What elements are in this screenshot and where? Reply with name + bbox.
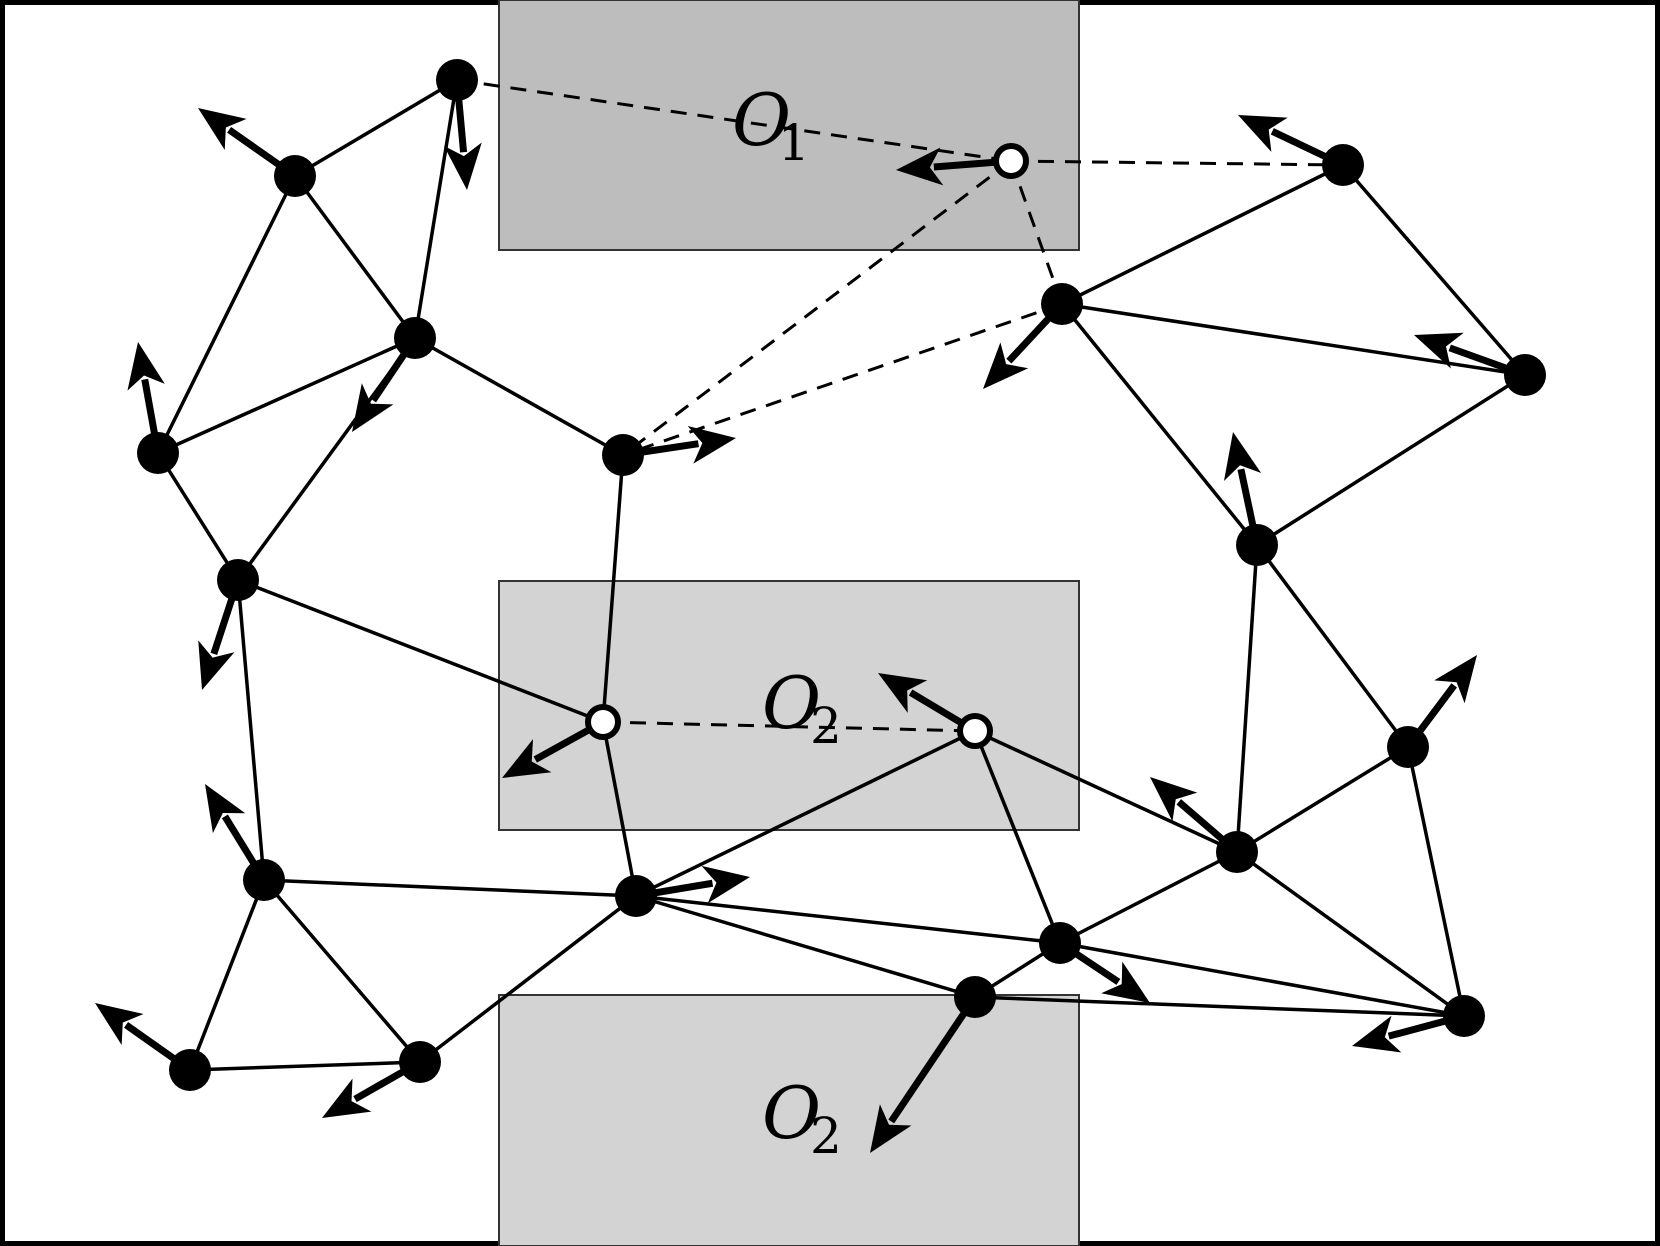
arrow-head bbox=[1238, 115, 1288, 152]
obstacle-o2-bottom bbox=[498, 994, 1080, 1246]
arrow-head bbox=[95, 1003, 144, 1046]
arrow-head bbox=[443, 142, 482, 190]
agent-node bbox=[169, 1049, 211, 1091]
arrow-head bbox=[127, 342, 165, 391]
obstacle-label-o2-middle: O 2 bbox=[762, 661, 842, 755]
agent-node bbox=[615, 875, 657, 917]
virtual-agent-node bbox=[993, 143, 1029, 179]
edge-k-s bbox=[974, 995, 1465, 1018]
arrow-head bbox=[983, 342, 1029, 389]
agent-node bbox=[436, 59, 478, 101]
agent-node bbox=[1039, 922, 1081, 964]
arrow-head bbox=[198, 108, 247, 150]
edge-j-O2b bbox=[635, 729, 976, 898]
virtual-agent-node bbox=[957, 713, 993, 749]
edge-g-i bbox=[262, 878, 422, 1064]
edge-O2b-r bbox=[973, 730, 1062, 944]
edge-g-j bbox=[263, 878, 637, 898]
arrow-head bbox=[878, 673, 928, 713]
edge-o-l bbox=[1060, 302, 1259, 547]
arrow-head bbox=[198, 640, 235, 690]
agent-node bbox=[399, 1041, 441, 1083]
agent-node bbox=[1322, 144, 1364, 186]
edge-m-n bbox=[1341, 163, 1527, 377]
edge-O2a-j bbox=[601, 721, 638, 897]
obstacle-label-letter: O bbox=[732, 78, 791, 162]
obstacle-o1 bbox=[498, 0, 1080, 251]
edge-h-i bbox=[189, 1060, 421, 1072]
obstacle-o2-middle bbox=[498, 580, 1080, 831]
edge-e-O2a bbox=[601, 454, 625, 723]
agent-node bbox=[954, 976, 996, 1018]
edge-b-d bbox=[156, 175, 297, 454]
edge-p-s bbox=[1406, 746, 1466, 1017]
obstacle-label-o2-bottom: O 2 bbox=[762, 1071, 842, 1165]
arrow-head bbox=[1150, 777, 1198, 822]
dashed-link-a-O1 bbox=[456, 78, 1012, 163]
obstacle-label-subscript: 1 bbox=[778, 114, 810, 172]
edge-O2b-q bbox=[974, 729, 1238, 854]
agent-node bbox=[1216, 831, 1258, 873]
obstacle-label-o1: O 1 bbox=[732, 78, 810, 172]
agent-node bbox=[394, 317, 436, 359]
obstacle-label-subscript: 2 bbox=[810, 697, 842, 755]
edge-i-j bbox=[418, 894, 638, 1064]
arrow-head bbox=[1414, 332, 1464, 369]
edge-q-o bbox=[1235, 544, 1259, 853]
agent-node bbox=[243, 859, 285, 901]
edge-c-d bbox=[157, 336, 416, 455]
edge-q-p bbox=[1236, 745, 1409, 854]
arrow-head bbox=[896, 147, 944, 186]
arrow-head bbox=[352, 383, 394, 432]
arrow-shaft bbox=[888, 995, 978, 1124]
edge-f-g bbox=[236, 579, 266, 881]
agent-node bbox=[274, 155, 316, 197]
agent-node bbox=[1504, 354, 1546, 396]
dashed-link-O1-e bbox=[622, 159, 1012, 457]
obstacle-label-subscript: 2 bbox=[810, 1107, 842, 1165]
arrow-head bbox=[1352, 1015, 1402, 1053]
edge-c-e bbox=[414, 336, 624, 457]
agent-node bbox=[1041, 283, 1083, 325]
arrow-head bbox=[701, 865, 750, 904]
arrow-head bbox=[1434, 655, 1477, 704]
edge-b-c bbox=[293, 174, 417, 340]
edge-r-q bbox=[1059, 850, 1238, 945]
edge-j-r bbox=[635, 894, 1061, 945]
edge-a-b bbox=[294, 78, 458, 178]
arrow-head bbox=[687, 426, 736, 464]
agent-node bbox=[602, 434, 644, 476]
arrow-head bbox=[205, 784, 246, 834]
edge-o-n bbox=[1256, 373, 1526, 547]
edge-a-c bbox=[413, 79, 459, 339]
velocity-arrow-k bbox=[870, 995, 978, 1153]
arrow-head bbox=[1223, 432, 1262, 481]
arrow-head bbox=[870, 1104, 912, 1153]
obstacle-label-letter: O bbox=[762, 1071, 821, 1155]
edge-d-f bbox=[156, 452, 240, 581]
arrow-head bbox=[502, 739, 552, 778]
agent-node bbox=[137, 432, 179, 474]
agent-node bbox=[217, 559, 259, 601]
arrow-head bbox=[1101, 961, 1150, 1003]
edge-g-h bbox=[188, 879, 266, 1071]
agent-node bbox=[1387, 726, 1429, 768]
edge-f-O2a bbox=[237, 578, 604, 724]
edge-o-p bbox=[1255, 543, 1410, 749]
virtual-agent-node bbox=[585, 704, 621, 740]
arrow-head bbox=[322, 1078, 372, 1118]
agent-node bbox=[1236, 524, 1278, 566]
edge-l-m bbox=[1061, 163, 1344, 306]
agent-node-layer bbox=[137, 59, 1546, 1091]
dashed-link-O1-m bbox=[1010, 159, 1344, 167]
obstacle-label-letter: O bbox=[762, 661, 821, 745]
edge-j-k bbox=[635, 894, 976, 999]
dashed-link-O2a-O2b bbox=[602, 720, 976, 733]
agent-node bbox=[1443, 995, 1485, 1037]
edge-q-s bbox=[1235, 850, 1466, 1018]
edge-r-s bbox=[1059, 941, 1465, 1018]
